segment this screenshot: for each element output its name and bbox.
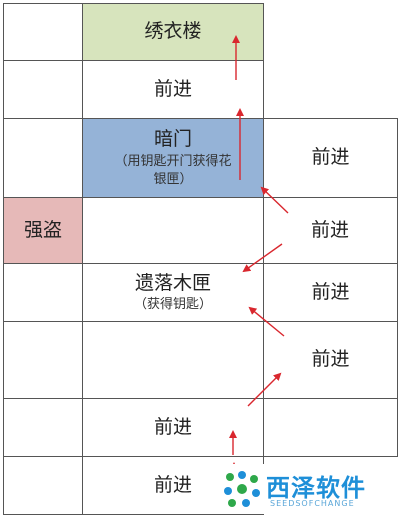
forward-label: 前进 (153, 473, 192, 496)
empty-cell (263, 398, 398, 457)
empty-cell (82, 197, 264, 264)
secret-door-note-2: 银匣） (153, 171, 193, 187)
forward-cell[interactable]: 前进 (82, 60, 264, 119)
forward-cell[interactable]: 前进 (263, 263, 398, 322)
empty-cell (3, 3, 83, 61)
forward-label: 前进 (153, 415, 192, 438)
forward-label: 前进 (311, 348, 350, 371)
forward-cell[interactable]: 前进 (263, 118, 398, 198)
empty-cell (3, 456, 83, 515)
wooden-box-note: （获得钥匙） (133, 297, 212, 313)
forward-label: 前进 (310, 218, 349, 241)
wooden-box-cell[interactable]: 遗落木匣 （获得钥匙） (82, 263, 264, 322)
empty-cell (3, 60, 83, 119)
secret-door-label: 暗门 (153, 127, 192, 150)
empty-cell (3, 398, 83, 457)
destination-label: 绣衣楼 (144, 20, 202, 43)
bandit-label: 强盗 (23, 218, 62, 241)
forward-cell[interactable]: 前进 (82, 398, 264, 457)
destination-cell[interactable]: 绣衣楼 (82, 3, 264, 61)
forward-label: 前进 (311, 146, 350, 169)
watermark-logo: 西泽软件 SEEDSOFCHANGE (218, 464, 396, 514)
forward-cell[interactable]: 前进 (263, 321, 398, 399)
forward-label: 前进 (311, 280, 350, 303)
empty-cell (3, 263, 83, 322)
forward-cell[interactable]: 前进 (263, 197, 398, 264)
empty-cell (3, 118, 83, 198)
watermark-name: 西泽软件 (266, 474, 366, 502)
empty-cell (3, 321, 83, 399)
watermark-subtitle: SEEDSOFCHANGE (270, 499, 355, 508)
wooden-box-label: 遗落木匣 (134, 271, 211, 294)
bandit-cell[interactable]: 强盗 (3, 197, 83, 264)
logo-icon (224, 471, 260, 507)
forward-label: 前进 (153, 77, 192, 100)
secret-door-cell[interactable]: 暗门 （用钥匙开门获得花 银匣） (82, 118, 264, 198)
empty-cell (82, 321, 264, 399)
secret-door-note: （用钥匙开门获得花 (114, 153, 232, 169)
